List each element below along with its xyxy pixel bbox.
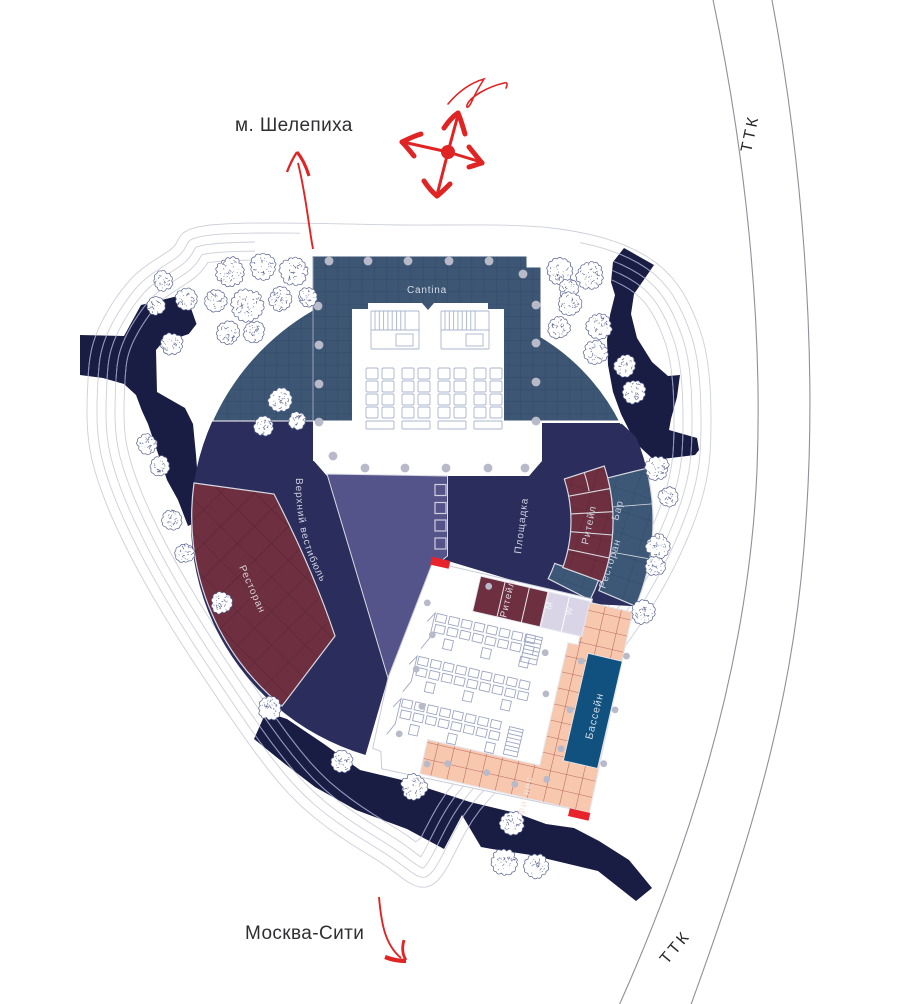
svg-text:Москва-Сити: Москва-Сити <box>245 923 364 944</box>
svg-text:Бар: Бар <box>610 499 626 522</box>
svg-text:M: M <box>543 600 555 611</box>
svg-text:Cantina: Cantina <box>407 285 447 296</box>
svg-text:W: W <box>563 605 575 617</box>
svg-text:м. Шелепиха: м. Шелепиха <box>235 115 353 136</box>
